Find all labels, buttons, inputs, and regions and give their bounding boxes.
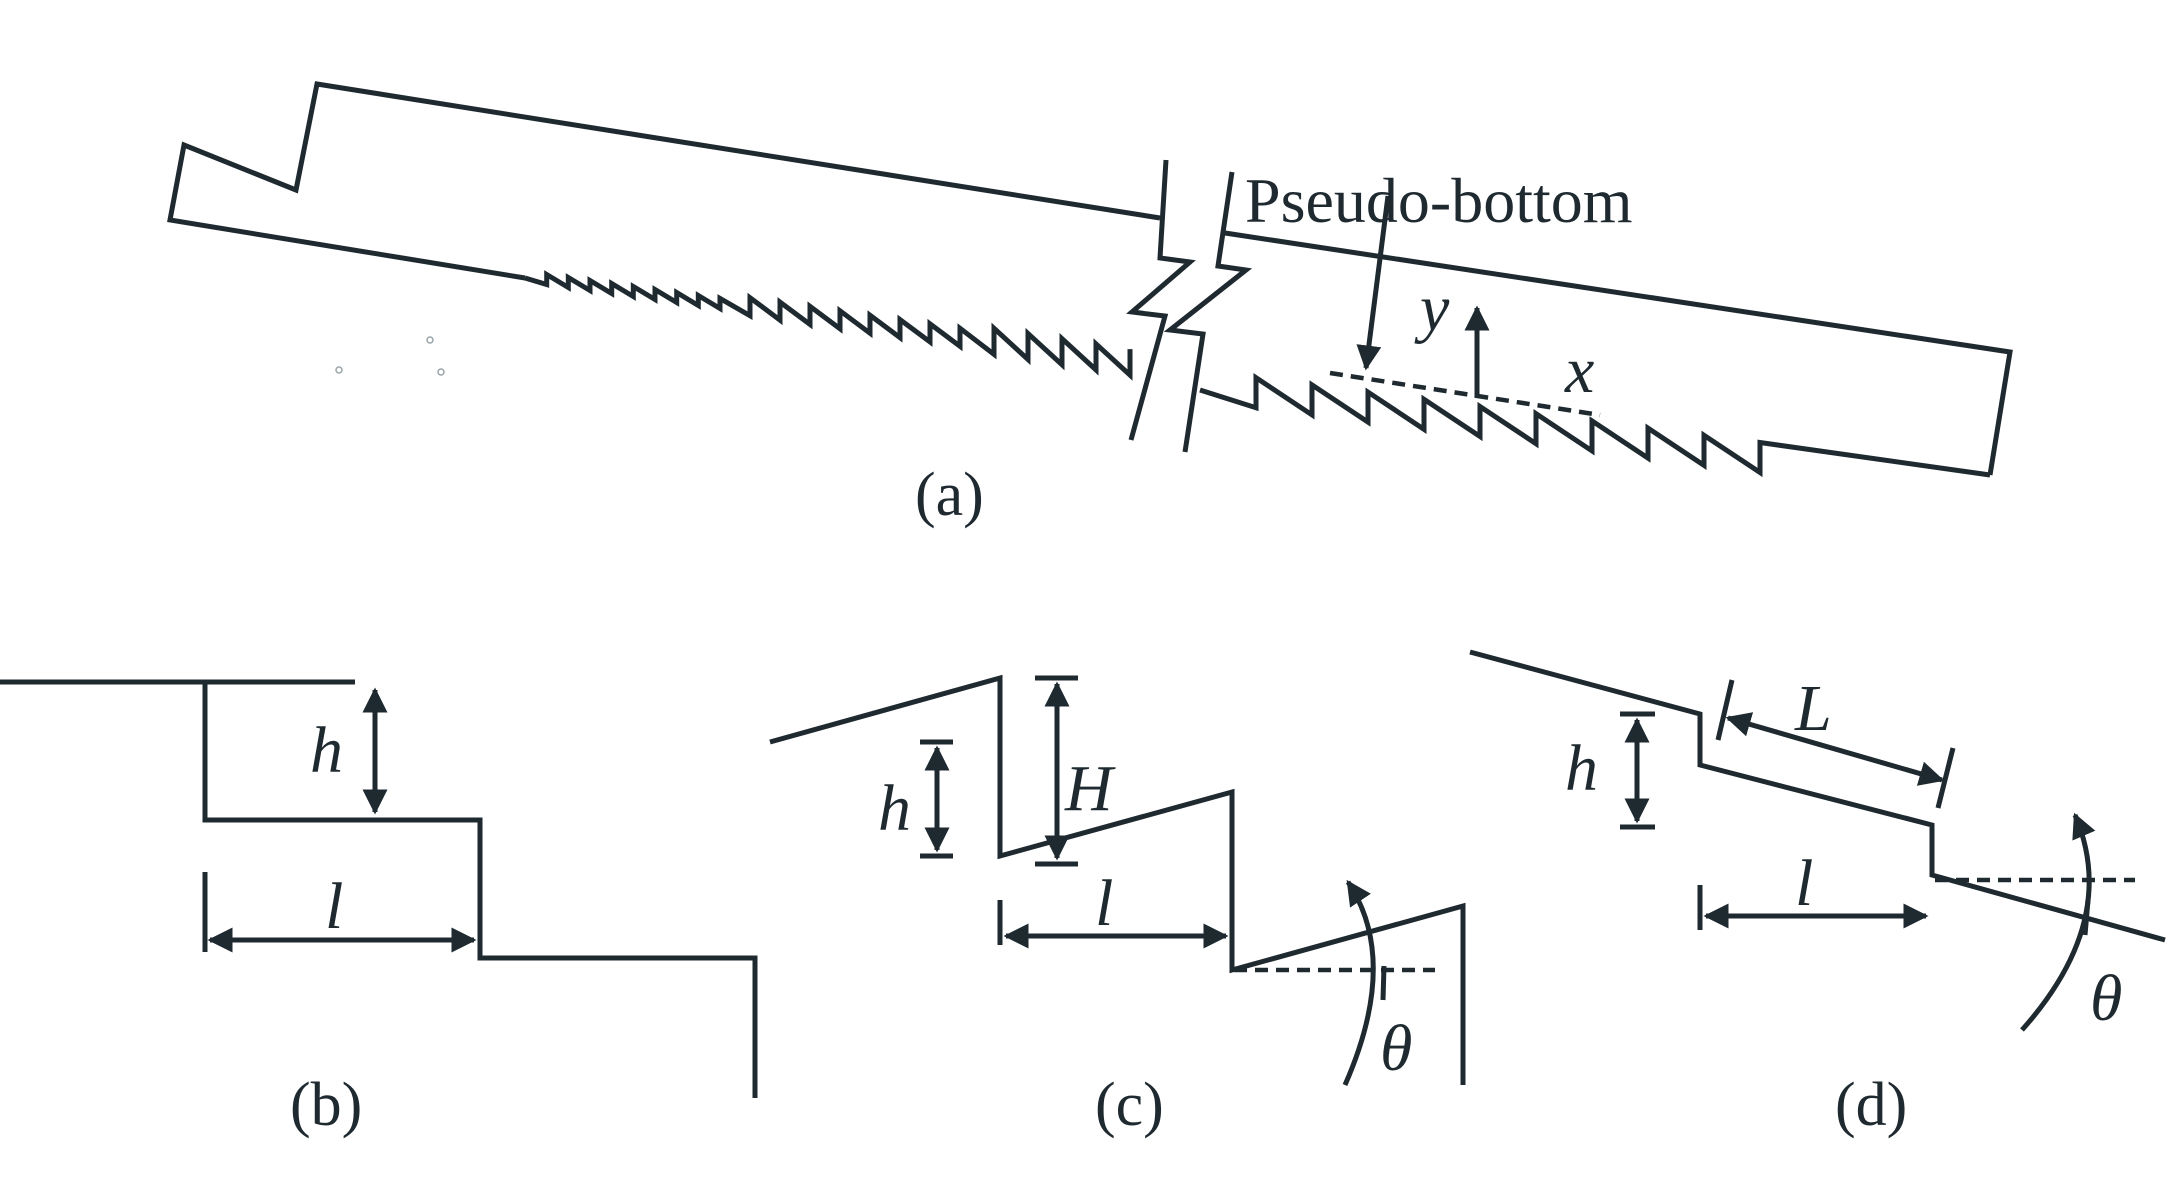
y-axis-label: y [1414,272,1450,345]
spillway-top-left [167,81,1161,281]
x-axis-label: x [1564,334,1594,407]
adverse-steps-profile [769,674,1466,1085]
break-mark-left [1126,159,1196,441]
h-label: h [878,772,911,845]
theta-arc [2020,812,2096,1032]
speck [426,336,434,344]
theta-arc-head [1380,965,1387,1001]
theta-arc-head [2082,899,2091,936]
break-mark-right [1163,171,1253,453]
l-label: l [1095,867,1113,940]
flat-steps-profile [45,679,758,1098]
speck [437,368,445,376]
caption-b: (b) [290,1071,362,1139]
pseudo-bottom-arrow [1356,195,1391,371]
l-label: l [325,870,343,943]
caption-d: (d) [1835,1071,1907,1139]
L-dimension-arrow [1725,712,1945,786]
spillway-top-right [1224,230,2013,476]
theta-label: θ [1380,1012,1412,1085]
caption-a: (a) [915,461,984,529]
spillway-steps-left [524,270,1133,381]
h-label: h [1565,732,1598,805]
sloped-steps-profile [1469,649,2166,943]
panel-a: Pseudo-bottom y x (a) [167,81,2013,529]
caption-c: (c) [1095,1071,1164,1139]
panel-c: h H l θ (c) [769,674,1466,1139]
pseudo-bottom-label: Pseudo-bottom [1245,165,1633,236]
pseudo-bottom-line [1329,370,1601,418]
theta-label: θ [2090,962,2122,1035]
spillway-steps-right [1199,373,1991,478]
theta-arc [1342,879,1376,1087]
h-label: h [310,714,343,787]
L-label: L [1794,672,1832,745]
panel-d: h L l θ (d) [1469,649,2166,1139]
speck [335,366,343,374]
l-label: l [1795,847,1813,920]
L-tick-right [1935,747,1956,809]
H-label: H [1064,752,1116,825]
panel-b: h l (b) [0,679,758,1139]
L-tick-left [1715,679,1735,741]
